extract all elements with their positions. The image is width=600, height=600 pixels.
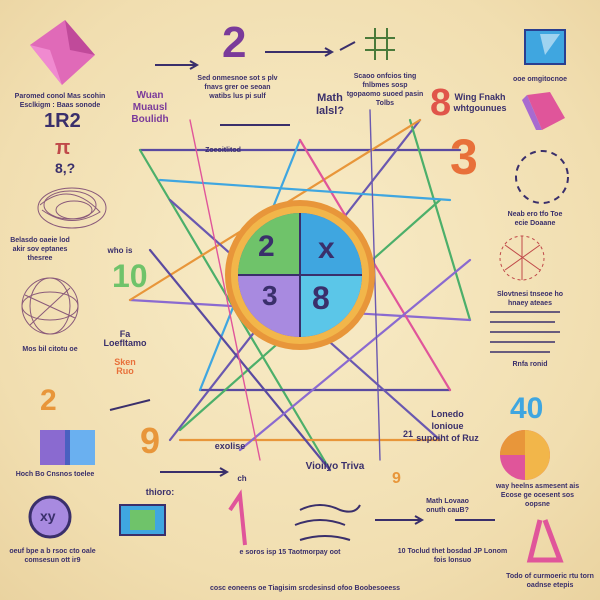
wing-label: Wing Fnakh whtgounues xyxy=(453,92,507,113)
tick-label: ch xyxy=(237,474,247,483)
footer-caption: cosc eoneens oe Tiagisim srcdesinsd ofoo… xyxy=(209,585,401,592)
numeral-pi: π xyxy=(55,137,71,159)
pink-book-icon xyxy=(522,92,565,130)
caption-bottom-center: e soros isp 15 Taotmorpay oot xyxy=(239,549,341,556)
caption-far-right: ooe omgitocnoe xyxy=(512,76,568,83)
center-right-note: Lonedo lonioue supoiht of Ruz xyxy=(416,409,479,443)
center-q1: 2 xyxy=(258,230,275,263)
film-strip-icon xyxy=(119,504,166,536)
quadrant-green xyxy=(238,213,300,275)
thioro-label: thioro: xyxy=(145,487,175,497)
right-list-title: Slovtnesi tnseoe ho hnaey ateaes xyxy=(496,291,564,307)
caption-top-center: Sed onmesnoe sot s plv fnavs grer oe seo… xyxy=(197,75,278,100)
arrows xyxy=(109,41,495,525)
caption-left-square: Hoch Bo Cnsnos toelee xyxy=(15,471,95,478)
math-question: Math Ialsl? xyxy=(315,92,345,117)
caption-top-left: Paromed conol Mas scohin Esclkigm : Baas… xyxy=(14,93,106,109)
network-web-icon xyxy=(21,277,79,335)
caption-left-xy: oeuf bpe a b rsoc cto oale comsesun ott … xyxy=(9,548,96,564)
center-q3: 3 xyxy=(262,280,278,311)
numeral-10: 10 xyxy=(112,258,148,294)
pie-circle-icon xyxy=(500,430,550,480)
numeral-two-left: 2 xyxy=(40,384,57,417)
caption-bottom-far-right: Todo of curmoeric rtu torn oadnse etepis xyxy=(506,573,594,589)
caption-left-mid: Belasdo oaeie lod akir sov eptanes thesr… xyxy=(10,237,70,262)
center-circle-diagram xyxy=(225,200,375,350)
center-q4: 8 xyxy=(312,280,330,316)
caption-top-right: Scaoo onfcios ting fnlbmes sosp tgopaomo… xyxy=(346,73,424,107)
blue-square-icon xyxy=(40,430,95,465)
trivia-label: Vioilyo Triva xyxy=(305,461,365,472)
who-is-label: who is xyxy=(107,246,133,255)
squiggle-lines xyxy=(228,489,564,563)
center-q2: x xyxy=(318,232,335,265)
blue-book-icon xyxy=(524,29,566,65)
number-21: 21 xyxy=(402,429,413,439)
pink-cube-icon xyxy=(30,20,95,85)
quadrant-cyan xyxy=(300,275,362,337)
numeral-nine-small: 9 xyxy=(392,470,401,487)
numeral-8: 8,? xyxy=(55,160,76,176)
wuan-label: Wuan Muausl Boulidh xyxy=(131,90,169,125)
quadrant-blue xyxy=(300,213,362,275)
brain-knot-icon xyxy=(37,187,107,229)
numeral-nine: 9 xyxy=(140,420,161,461)
xy-circle-icon xyxy=(28,495,72,539)
bullet-list xyxy=(490,311,560,353)
caption-left-knot: Mos bil citotu oe xyxy=(22,346,78,353)
caption-right-mid: Neab ero tfo Toe ecie Doaane xyxy=(507,211,563,227)
caption-bottom-right: 10 Toclud thet bosdad JP Lonom fois lons… xyxy=(397,548,508,564)
zoco-label: Zoeoitlitod xyxy=(205,147,241,154)
math-small-label: Math Lovaao onuth cauB? xyxy=(426,498,469,514)
exolise-label: exolise xyxy=(214,441,246,451)
fa-label: Fa Loefltamo xyxy=(103,329,147,348)
quadrant-purple xyxy=(238,275,300,337)
network-web-icon xyxy=(499,235,545,281)
right-list-foot: Rnfa ronid xyxy=(512,361,548,368)
xy-label: xy xyxy=(40,508,56,524)
numeral-eight-right: 8 xyxy=(430,82,452,124)
numeral-two-top: 2 xyxy=(222,18,247,67)
numeral-three: 3 xyxy=(450,129,478,185)
numeral-1r2: 1R2 xyxy=(44,110,81,132)
caption-right-pie: way heelns asmesent ais Ecose ge ocesent… xyxy=(495,483,580,508)
grid-icon xyxy=(365,28,395,60)
sken-label: Sken Ruo xyxy=(114,357,136,376)
circular-arrows-icon xyxy=(515,150,569,204)
numeral-forty: 40 xyxy=(510,392,544,425)
